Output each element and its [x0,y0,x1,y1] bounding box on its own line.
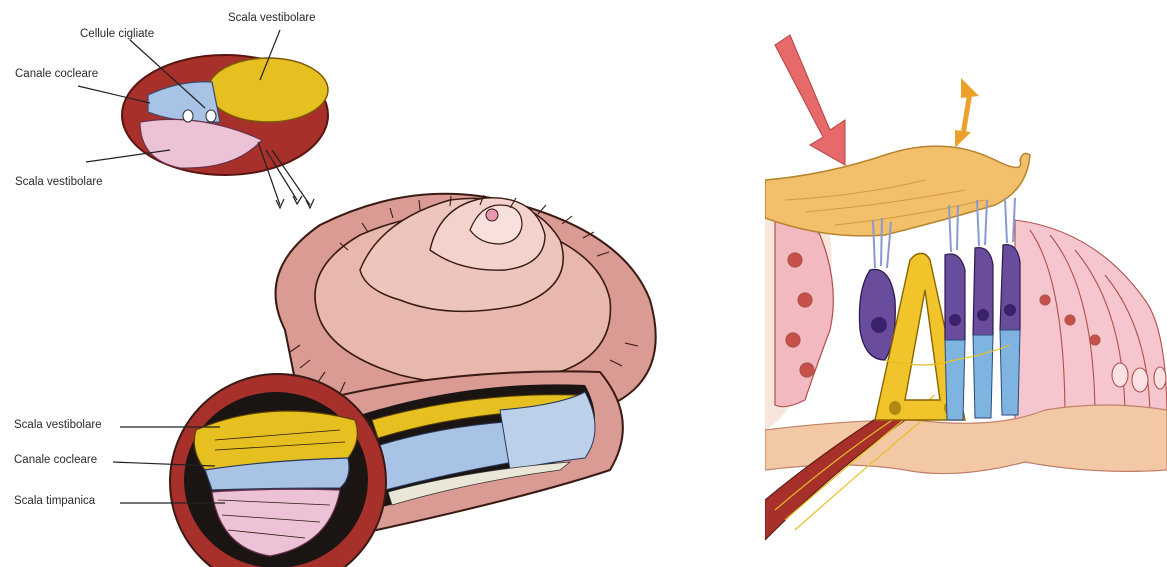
label-cochlea-scala-timpanica: Scala timpanica [14,495,95,507]
outer-hair-cells [945,198,1020,420]
sound-arrow-icon [775,35,845,165]
label-cochlea-scala-vestibolare: Scala vestibolare [14,419,102,431]
hair-cell-icon [206,110,216,122]
organ-of-corti-illustration [765,0,1167,567]
scala-vestibolare-region [208,58,328,122]
label-cochlea-canale-cocleare: Canale cocleare [14,454,97,466]
uncoiled-cochlea-tube [113,371,623,567]
label-cellule-cigliate: Cellule cigliate [80,28,154,40]
label-scala-vestibolare-top: Scala vestibolare [228,12,316,24]
double-arrow-icon [963,92,970,135]
right-supporting-cells [1015,220,1167,420]
tectorial-membrane [765,146,1030,236]
label-scala-vestibolare-bottom: Scala vestibolare [15,176,103,188]
cross-section-diagram [78,30,328,208]
hair-cell-icon [183,110,193,122]
label-canale-cocleare-top: Canale cocleare [15,68,98,80]
cochlea-illustration [0,0,700,567]
inner-hair-cell [859,218,895,360]
